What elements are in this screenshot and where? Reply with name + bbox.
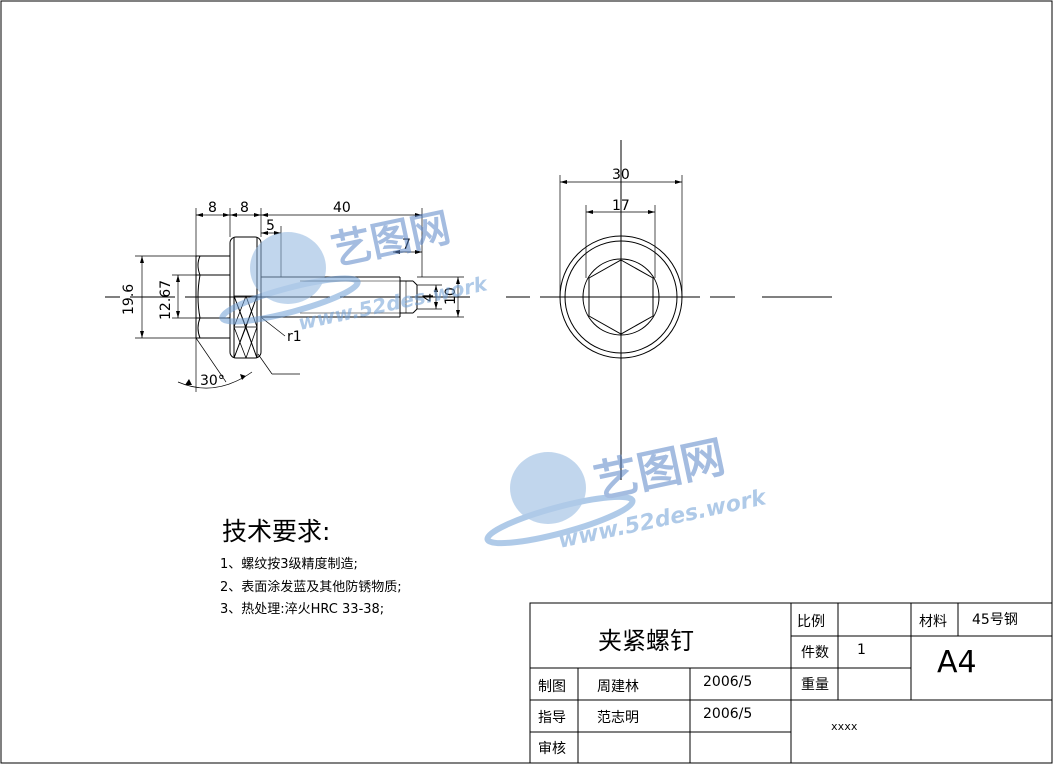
count-label: 件数 [801,645,829,661]
tech-requirement-1: 1、螺纹按3级精度制造; [220,557,358,572]
guided-date: 2006/5 [703,706,753,722]
dim-10: 10 [443,287,459,305]
side-view [506,140,832,480]
guided-label: 指导 [538,710,566,726]
part-name: 夹紧螺钉 [598,627,694,655]
dim-5: 5 [266,218,275,234]
dim-30-degree: 30° [200,373,225,389]
dim-19-6: 19.6 [121,284,137,315]
dim-40: 40 [333,200,351,216]
material-label: 材料 [919,614,947,630]
drawn-name: 周建林 [597,679,639,695]
watermark-1: 艺图网 www.52des.work [219,205,491,335]
watermark-2: 艺图网 www.52des.work [484,431,770,554]
tech-requirement-3: 3、热处理:淬火HRC 33-38; [220,602,385,617]
tech-requirements-title: 技术要求: [222,517,331,546]
dim-8a: 8 [208,200,217,216]
company-name: xxxx [831,720,858,733]
side-view-dim-texts: 30 17 [612,167,630,214]
front-view-arrows [140,213,460,385]
drawn-label: 制图 [538,679,566,695]
count-value: 1 [857,642,866,658]
front-view-dim-texts: 8 8 40 5 7 19.6 12.67 4 10 r1 30° [121,200,459,389]
guided-name: 范志明 [597,710,639,726]
material-value: 45号钢 [972,612,1018,628]
tech-requirement-2: 2、表面涂发蓝及其他防锈物质; [220,580,402,595]
dim-8b: 8 [240,200,249,216]
dim-r1: r1 [287,329,302,345]
weight-label: 重量 [801,677,829,693]
dim-12-67: 12.67 [158,280,174,320]
review-label: 审核 [538,741,566,757]
dim-17: 17 [612,198,630,214]
dim-7: 7 [402,237,411,253]
title-block [529,602,1053,764]
dim-4: 4 [421,293,437,302]
sheet-size: A4 [937,645,977,680]
dim-30: 30 [612,167,630,183]
side-view-arrows [560,180,682,214]
scale-label: 比例 [797,614,825,630]
drawn-date: 2006/5 [703,674,753,690]
